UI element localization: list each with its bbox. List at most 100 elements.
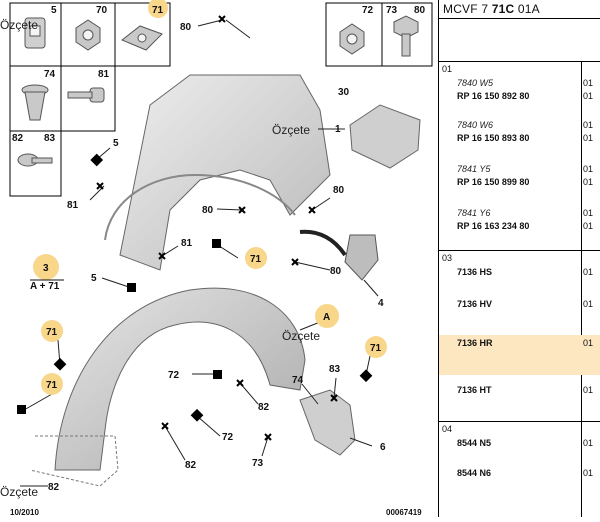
table-row-highlighted[interactable]: 7136 HR 01 xyxy=(439,335,600,375)
thumbnail-labels: 5 70 71 72 73 80 74 81 82 83 xyxy=(12,5,426,144)
svg-text:6: 6 xyxy=(380,442,386,453)
table-row[interactable]: 7840 W5 RP 16 150 892 80 01 01 xyxy=(439,72,600,106)
svg-text:83: 83 xyxy=(44,133,56,144)
svg-text:3: 3 xyxy=(43,263,49,274)
table-row[interactable]: 7136 HS 01 xyxy=(439,257,600,291)
table-row[interactable]: 7841 Y5 RP 16 150 899 80 01 01 xyxy=(439,158,600,192)
part-code: 7841 Y5 xyxy=(457,164,491,174)
part-reference: 8544 N5 xyxy=(457,438,492,448)
part-reference: 7136 HS xyxy=(457,267,493,277)
svg-text:80: 80 xyxy=(414,5,426,16)
table-row[interactable]: 7841 Y6 RP 16 163 234 80 01 01 xyxy=(439,202,600,236)
svg-text:5: 5 xyxy=(91,273,97,284)
table-row[interactable]: 7840 W6 RP 16 150 893 80 01 01 xyxy=(439,114,600,148)
watermark-text: Özçete xyxy=(0,485,39,499)
dashed-bracket-outline xyxy=(29,435,119,487)
part-reference: RP 16 150 893 80 xyxy=(457,133,530,143)
clip-cross-markers xyxy=(96,15,338,441)
part-reference: 7136 HV xyxy=(457,299,493,309)
thumbnail-grid xyxy=(9,2,433,197)
watermark-text: Özçete xyxy=(272,123,311,137)
svg-text:81: 81 xyxy=(181,238,193,249)
part-qty: 01 xyxy=(583,177,594,187)
fastener-markers xyxy=(17,153,373,422)
table-row[interactable]: 8544 N6 01 xyxy=(439,458,600,492)
svg-text:71: 71 xyxy=(46,380,58,391)
svg-text:71: 71 xyxy=(152,5,164,16)
header-title: MCVF 7 71C 01A xyxy=(443,2,540,16)
svg-text:82: 82 xyxy=(12,133,24,144)
part-qty: 01 xyxy=(583,267,594,277)
part-qty: 01 xyxy=(583,438,594,448)
svg-text:4: 4 xyxy=(378,298,384,309)
svg-text:82: 82 xyxy=(48,482,60,493)
nut-icon-70 xyxy=(75,19,101,51)
clip-icon-71 xyxy=(121,25,163,51)
trim-strip-part-4 xyxy=(344,234,379,281)
part-qty: 01 xyxy=(583,164,594,174)
part-reference: RP 16 163 234 80 xyxy=(457,221,530,231)
svg-text:70: 70 xyxy=(96,5,108,16)
screw-icon-81 xyxy=(67,87,105,103)
svg-text:80: 80 xyxy=(202,205,214,216)
svg-text:72: 72 xyxy=(168,370,180,381)
svg-text:72: 72 xyxy=(362,5,374,16)
table-header: MCVF 7 71C 01A xyxy=(439,0,600,19)
wheel-arch-liner-part-3 xyxy=(54,287,306,471)
clip-icon-5 xyxy=(24,17,46,49)
front-fender-part-1 xyxy=(119,74,331,271)
exploded-parts-diagram: 5 70 71 72 73 80 74 81 82 83 80 30 1 5 8… xyxy=(0,0,433,517)
svg-text:80: 80 xyxy=(180,22,192,33)
part-qty: 01 xyxy=(583,385,594,395)
svg-text:5: 5 xyxy=(113,138,119,149)
table-row[interactable]: 7136 HT 01 xyxy=(439,375,600,409)
rivet-icon-74 xyxy=(21,84,49,121)
part-qty: 01 xyxy=(583,208,594,218)
part-qty: 01 xyxy=(583,133,594,143)
nut-icon-72 xyxy=(339,23,365,55)
table-row[interactable]: 8544 N5 01 xyxy=(439,428,600,462)
bolt-icon-73-80 xyxy=(393,15,419,57)
part-code: 7840 W5 xyxy=(457,78,494,88)
svg-text:73: 73 xyxy=(386,5,398,16)
part-code: 7840 W6 xyxy=(457,120,494,130)
callout-labels: 80 30 1 5 81 80 80 80 81 5 71 3 A + 71 4… xyxy=(30,22,386,493)
svg-text:5: 5 xyxy=(51,5,57,16)
footer-date: 10/2010 xyxy=(10,508,39,517)
part-reference: 8544 N6 xyxy=(457,468,492,478)
svg-text:80: 80 xyxy=(333,185,345,196)
part-reference: 7136 HR xyxy=(457,338,493,348)
seal-strip xyxy=(299,229,347,257)
svg-text:82: 82 xyxy=(258,402,270,413)
part-qty: 01 xyxy=(583,468,594,478)
svg-text:71: 71 xyxy=(250,254,262,265)
part-reference: RP 16 150 892 80 xyxy=(457,91,530,101)
part-qty: 01 xyxy=(583,221,594,231)
footer-doc-number: 00067419 xyxy=(386,508,422,517)
insulation-pad-part-30 xyxy=(349,104,421,169)
svg-text:81: 81 xyxy=(67,200,79,211)
screw-icon-82-83 xyxy=(17,153,53,167)
table-subheader xyxy=(439,19,600,62)
table-row[interactable]: 7136 HV 01 xyxy=(439,289,600,323)
part-qty: 01 xyxy=(583,78,594,88)
part-qty: 01 xyxy=(583,299,594,309)
callout-circles xyxy=(33,0,387,395)
svg-text:81: 81 xyxy=(98,69,110,80)
watermark-text: Özçete xyxy=(0,18,39,32)
svg-text:71: 71 xyxy=(370,343,382,354)
svg-text:80: 80 xyxy=(330,266,342,277)
svg-text:A: A xyxy=(323,312,330,323)
svg-text:A + 71: A + 71 xyxy=(30,281,60,292)
section-04: 04 8544 N5 01 8544 N6 01 xyxy=(439,422,600,517)
watermark-text: Özçete xyxy=(282,329,321,343)
part-qty: 01 xyxy=(583,338,594,348)
part-code: 7841 Y6 xyxy=(457,208,491,218)
qty-column-divider xyxy=(581,61,582,517)
part-qty: 01 xyxy=(583,120,594,130)
diagram-canvas: 5 70 71 72 73 80 74 81 82 83 80 30 1 5 8… xyxy=(9,0,433,493)
section-number: 01 xyxy=(442,64,453,74)
svg-text:30: 30 xyxy=(338,87,350,98)
svg-text:71: 71 xyxy=(46,327,58,338)
part-reference: 7136 HT xyxy=(457,385,492,395)
